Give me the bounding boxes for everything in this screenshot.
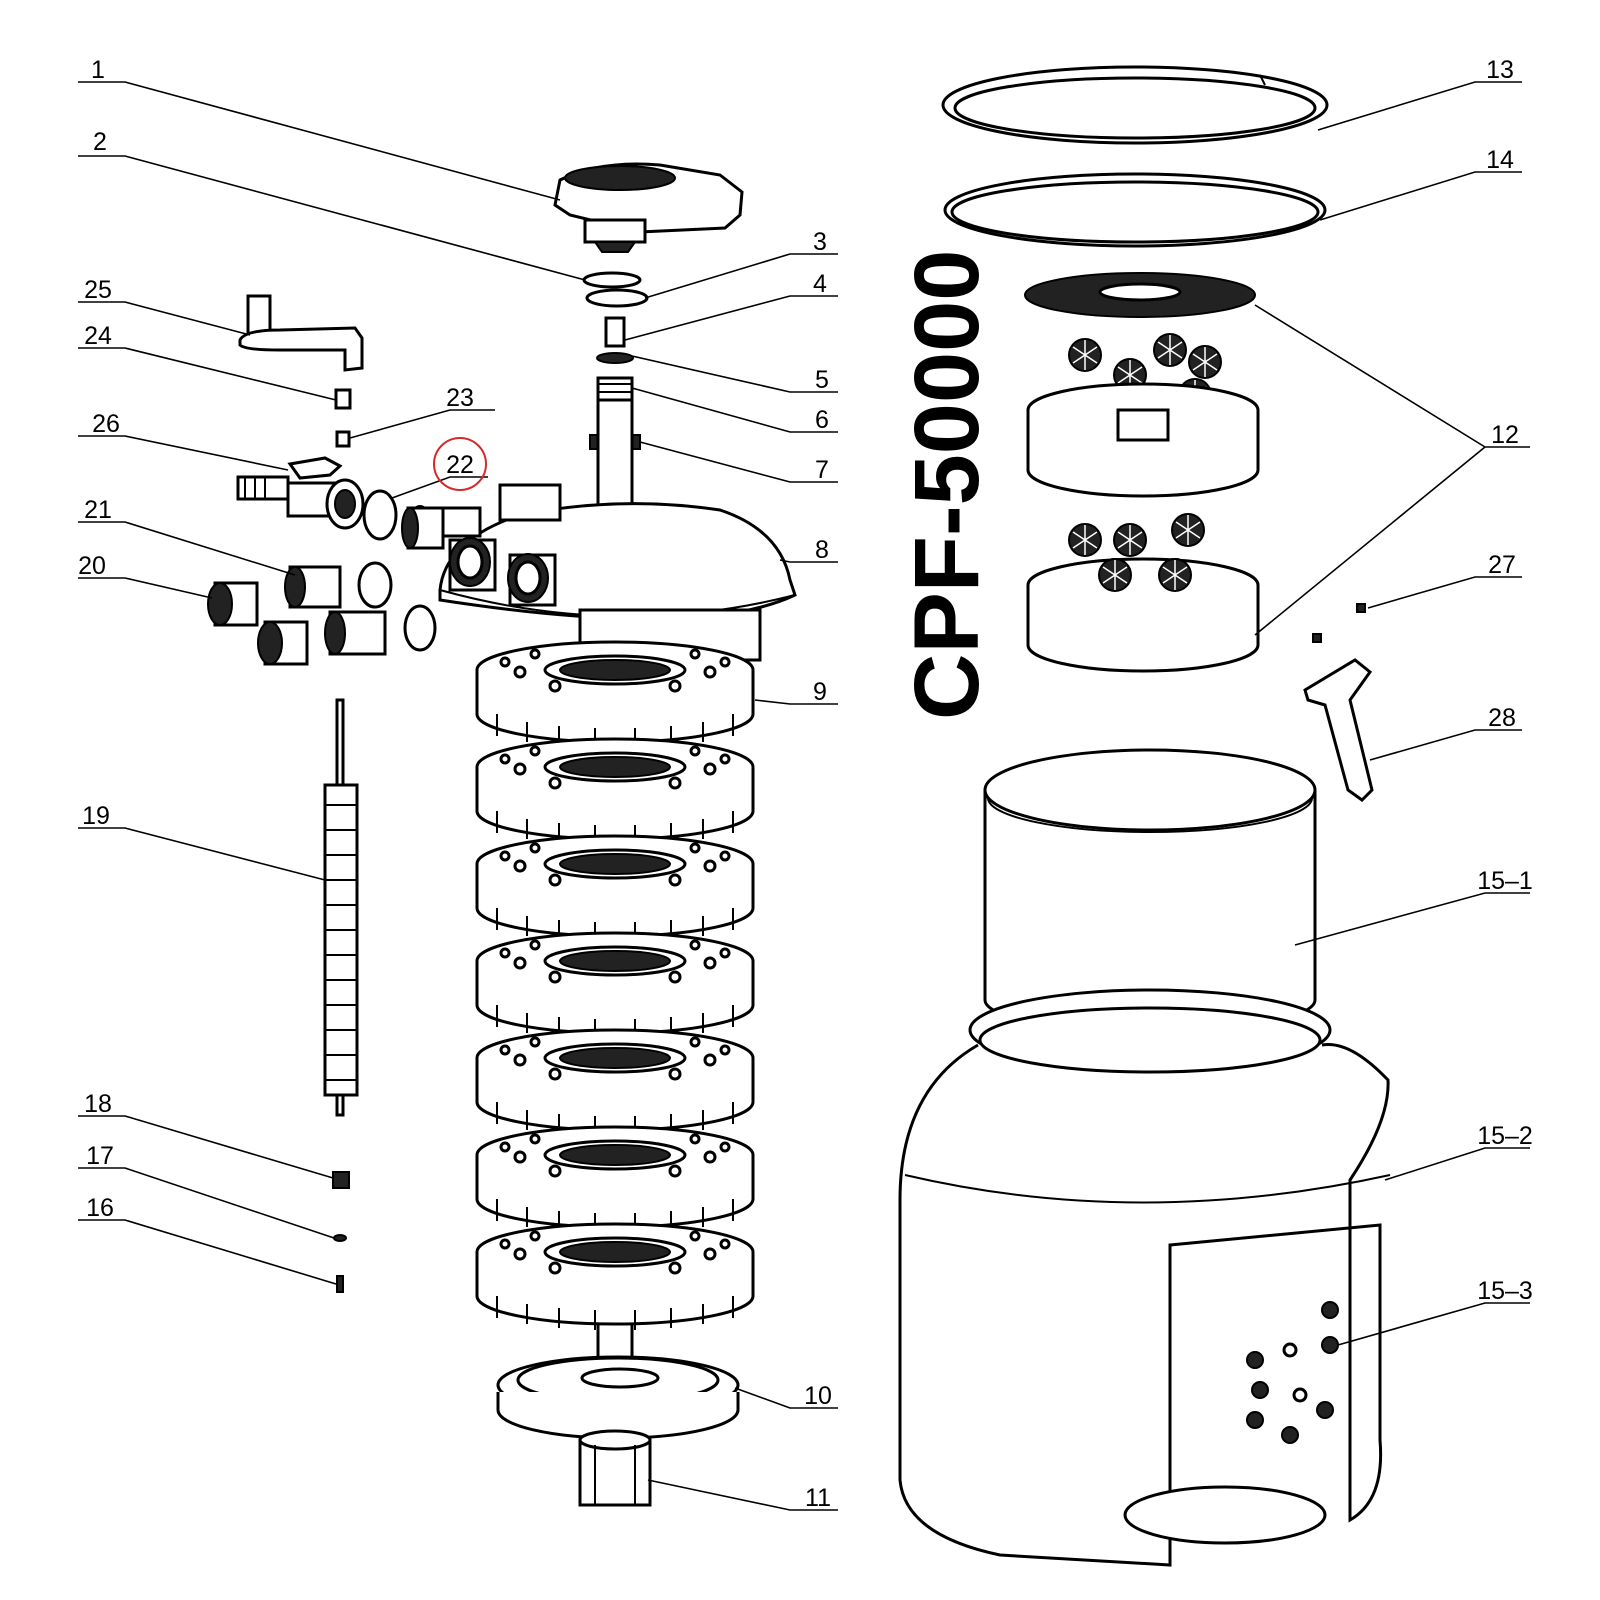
part-18-cap: [332, 1171, 350, 1189]
label-15-2: 15–2: [1477, 1122, 1533, 1150]
label-25: 25: [84, 276, 112, 304]
label-2: 2: [93, 128, 107, 156]
label-4: 4: [813, 270, 827, 298]
label-16: 16: [86, 1194, 114, 1222]
label-17: 17: [86, 1142, 114, 1170]
part-15-2-housing: [898, 988, 1391, 1567]
label-12: 12: [1491, 421, 1519, 449]
part-22-o-ring: [362, 489, 445, 550]
part-14-seal-ring: [943, 172, 1327, 248]
part-27-screws: [1312, 603, 1366, 643]
label-6: 6: [815, 406, 829, 434]
label-11: 11: [805, 1484, 831, 1512]
label-1: 1: [91, 56, 105, 84]
part-17-clip: [333, 1234, 347, 1242]
part-1-cover-unit: [553, 162, 744, 253]
label-5: 5: [815, 366, 829, 394]
part-5-washer: [596, 352, 634, 364]
part-25-handle: [238, 294, 364, 372]
label-27: 27: [1488, 551, 1516, 579]
label-21: 21: [84, 496, 112, 524]
part-3-o-ring: [585, 288, 649, 308]
label-7: 7: [815, 456, 829, 484]
label-20: 20: [78, 552, 106, 580]
label-8: 8: [815, 536, 829, 564]
part-19-uv-sleeve: [323, 698, 359, 1117]
part-20-union-nuts: [207, 581, 309, 666]
part-21-threaded-fittings: [284, 561, 437, 656]
label-22: 22: [446, 451, 474, 479]
part-26-valve: [236, 456, 365, 530]
part-24-bushing: [334, 388, 352, 410]
model-title: CPF-50000: [896, 250, 998, 720]
label-24: 24: [84, 322, 112, 350]
part-28-latch: [1303, 658, 1374, 802]
label-28: 28: [1488, 704, 1516, 732]
part-2-o-ring: [582, 271, 642, 289]
part-10-base-plate: [496, 1355, 740, 1440]
part-9-filter-sponges: [475, 640, 755, 1362]
part-15-1-inner-cylinder: [983, 748, 1317, 1034]
part-6-collar: [596, 376, 634, 402]
label-10: 10: [804, 1382, 832, 1410]
label-13: 13: [1486, 56, 1514, 84]
part-16-screw: [336, 1275, 344, 1293]
part-labels: 1 2 3 4 5 6 7 8 9 10 11 12 13 14 15–1 15…: [78, 56, 1533, 1512]
leader-lines: [78, 81, 1530, 1511]
label-15-1: 15–1: [1477, 867, 1533, 895]
label-18: 18: [84, 1090, 112, 1118]
part-12-media-baskets: [1024, 272, 1260, 673]
label-9: 9: [813, 678, 827, 706]
label-23: 23: [446, 384, 474, 412]
label-14: 14: [1486, 146, 1514, 174]
part-4-shaft-tip: [604, 316, 626, 348]
part-15-3-grommets: [1246, 1301, 1339, 1444]
label-3: 3: [813, 228, 827, 256]
label-15-3: 15–3: [1477, 1277, 1533, 1305]
label-26: 26: [92, 410, 120, 438]
part-13-clamp-ring: [941, 65, 1329, 145]
highlight-circle: [433, 437, 487, 491]
part-11-impeller: [578, 1429, 652, 1507]
part-23-bushing: [335, 430, 351, 448]
part-8-lid: [409, 483, 797, 662]
label-19: 19: [82, 802, 110, 830]
